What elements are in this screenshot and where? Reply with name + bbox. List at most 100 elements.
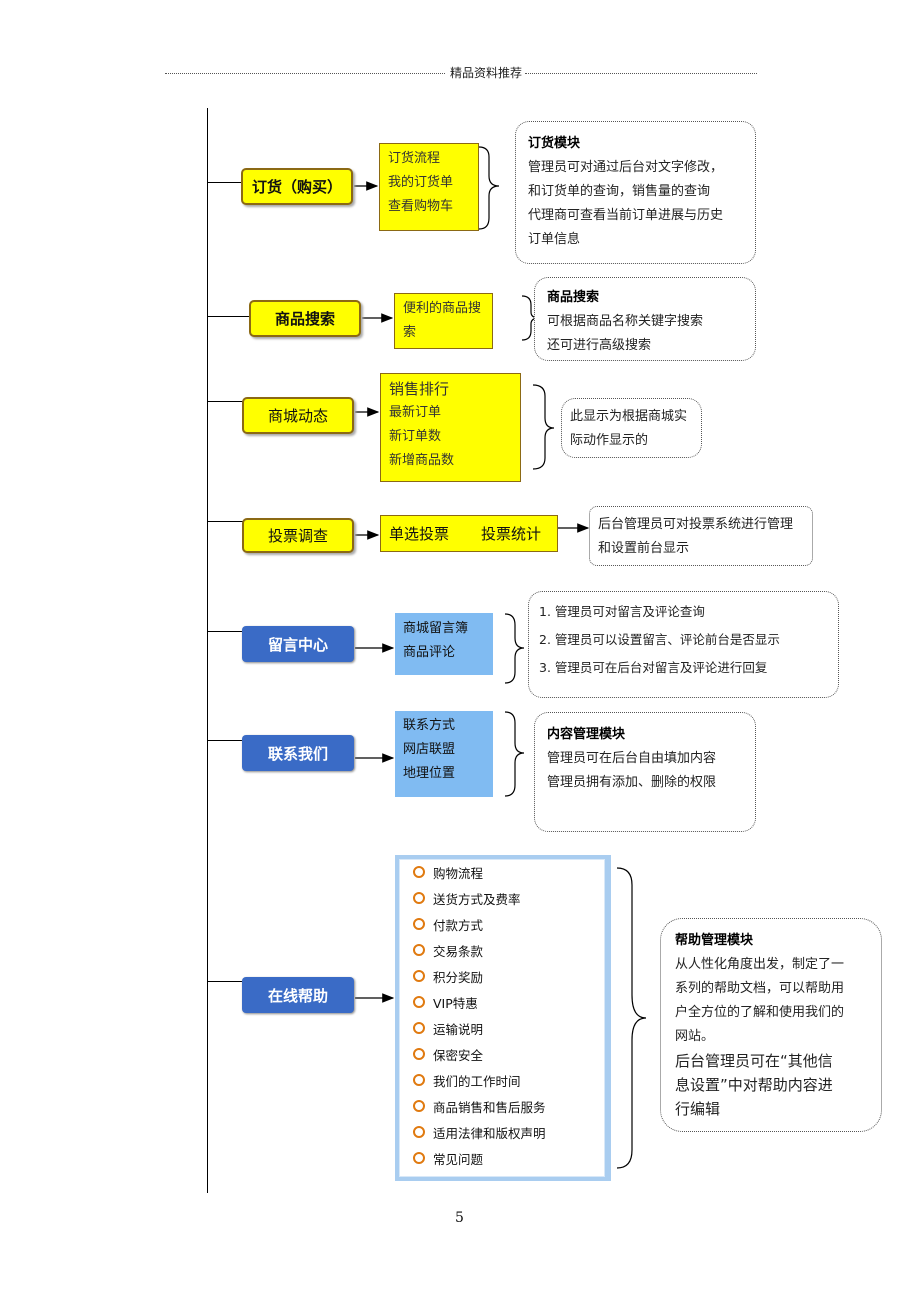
- list-order: 订货流程 我的订货单 查看购物车: [379, 143, 479, 231]
- help-item: 积分奖励: [399, 963, 605, 989]
- bullet-icon: [413, 1152, 425, 1164]
- connector-dynamics: [207, 401, 243, 402]
- bullet-icon: [413, 892, 425, 904]
- list-item: 订货流程: [388, 151, 441, 166]
- note-line: 后台管理员可对投票系统进行管理: [598, 517, 794, 532]
- list-item: 新订单数: [389, 429, 442, 444]
- help-item-label: 购物流程: [433, 865, 484, 881]
- help-item: 常见问题: [399, 1145, 605, 1171]
- bullet-icon: [413, 918, 425, 930]
- list-item: 最新订单: [389, 405, 442, 420]
- help-item-label: 运输说明: [433, 1021, 484, 1037]
- note-help: 帮助管理模块 从人性化角度出发，制定了一 系列的帮助文档，可以帮助用 户全方位的…: [660, 918, 882, 1132]
- brace-message: [504, 613, 525, 684]
- note-line: 2. 管理员可以设置留言、评论前台是否显示: [539, 632, 780, 647]
- help-item: 商品销售和售后服务: [399, 1093, 605, 1119]
- help-item: 保密安全: [399, 1041, 605, 1067]
- help-list: 购物流程 送货方式及费率 付款方式 交易条款 积分奖励 VIP特惠 运输说明 保…: [395, 855, 611, 1181]
- note-line: 网站。: [675, 1029, 715, 1044]
- list-search: 便利的商品搜 索: [394, 293, 493, 349]
- connector-search: [207, 316, 249, 317]
- help-item-label: 交易条款: [433, 943, 484, 959]
- note-title: 商品搜索: [547, 290, 600, 305]
- list-item: 销售排行: [389, 380, 450, 398]
- note-line: 还可进行高级搜索: [547, 338, 652, 353]
- help-item-label: 商品销售和售后服务: [433, 1099, 546, 1115]
- bullet-icon: [413, 944, 425, 956]
- bullet-icon: [413, 866, 425, 878]
- help-item: 付款方式: [399, 911, 605, 937]
- bullet-icon: [413, 970, 425, 982]
- list-item: 地理位置: [403, 766, 456, 781]
- list-item: 我的订货单: [388, 175, 454, 190]
- bullet-icon: [413, 1100, 425, 1112]
- list-item: 索: [403, 325, 417, 340]
- help-item-label: 积分奖励: [433, 969, 484, 985]
- node-contact: 联系我们: [242, 735, 354, 771]
- note-line: 订单信息: [528, 232, 581, 247]
- list-item: 联系方式: [403, 718, 456, 733]
- connector-message: [207, 631, 243, 632]
- help-item-label: 我们的工作时间: [433, 1073, 521, 1089]
- vote-step-single: 单选投票: [389, 525, 450, 543]
- list-item: 网店联盟: [403, 742, 456, 757]
- bullet-icon: [413, 1048, 425, 1060]
- note-title: 内容管理模块: [547, 727, 626, 742]
- note-title: 帮助管理模块: [675, 933, 754, 948]
- help-item-label: 付款方式: [433, 917, 484, 933]
- note-title: 订货模块: [528, 136, 581, 151]
- connector-contact: [207, 740, 243, 741]
- help-item: 购物流程: [399, 859, 605, 885]
- node-help: 在线帮助: [242, 977, 354, 1013]
- connector-help: [207, 981, 243, 982]
- brace-order: [478, 146, 500, 230]
- bullet-icon: [413, 996, 425, 1008]
- note-contact: 内容管理模块 管理员可在后台自由填加内容 管理员拥有添加、删除的权限: [534, 712, 756, 832]
- help-item: 适用法律和版权声明: [399, 1119, 605, 1145]
- note-line: 息设置”中对帮助内容进: [675, 1076, 833, 1094]
- note-vote: 后台管理员可对投票系统进行管理 和设置前台显示: [589, 506, 813, 566]
- help-item: 运输说明: [399, 1015, 605, 1041]
- connector-order: [207, 182, 241, 183]
- brace-help: [616, 867, 647, 1169]
- note-line: 和订货单的查询，销售量的查询: [528, 184, 711, 199]
- note-dynamics: 此显示为根据商城实 际动作显示的: [561, 398, 702, 458]
- node-search: 商品搜索: [249, 300, 361, 337]
- vote-step-stats: 投票统计: [481, 525, 542, 543]
- header-rule-left: [165, 73, 445, 74]
- help-item: 送货方式及费率: [399, 885, 605, 911]
- note-line: 管理员可在后台自由填加内容: [547, 751, 717, 766]
- note-line: 系列的帮助文档，可以帮助用: [675, 981, 845, 996]
- list-message: 商城留言簿 商品评论: [395, 613, 493, 675]
- bullet-icon: [413, 1126, 425, 1138]
- help-item-label: 送货方式及费率: [433, 891, 521, 907]
- note-line: 从人性化角度出发，制定了一: [675, 957, 845, 972]
- help-item-label: 常见问题: [433, 1151, 484, 1167]
- note-line: 户全方位的了解和使用我们的: [675, 1005, 845, 1020]
- note-order: 订货模块 管理员可对通过后台对文字修改， 和订货单的查询，销售量的查询 代理商可…: [515, 121, 756, 264]
- help-item-label: 适用法律和版权声明: [433, 1125, 546, 1141]
- help-item: 我们的工作时间: [399, 1067, 605, 1093]
- list-item: 便利的商品搜: [403, 301, 482, 316]
- node-message: 留言中心: [242, 626, 354, 662]
- note-line: 管理员可对通过后台对文字修改，: [528, 160, 724, 175]
- brace-contact: [504, 711, 525, 797]
- note-line: 际动作显示的: [570, 433, 649, 448]
- page-number: 5: [455, 1210, 464, 1226]
- list-contact: 联系方式 网店联盟 地理位置: [395, 711, 493, 797]
- header-label: 精品资料推荐: [448, 64, 525, 81]
- brace-dynamics: [532, 384, 555, 470]
- list-item: 新增商品数: [389, 453, 455, 468]
- note-line: 行编辑: [675, 1100, 721, 1118]
- node-order: 订货（购买）: [241, 168, 353, 205]
- note-line: 管理员拥有添加、删除的权限: [547, 775, 717, 790]
- diagram-spine: [207, 108, 208, 1193]
- help-item: 交易条款: [399, 937, 605, 963]
- note-line: 和设置前台显示: [598, 541, 690, 556]
- note-line: 3. 管理员可在后台对留言及评论进行回复: [539, 660, 768, 675]
- note-line: 可根据商品名称关键字搜索: [547, 314, 704, 329]
- note-message: 1. 管理员可对留言及评论查询 2. 管理员可以设置留言、评论前台是否显示 3.…: [528, 591, 839, 698]
- node-vote: 投票调查: [242, 518, 354, 553]
- note-line: 1. 管理员可对留言及评论查询: [539, 604, 705, 619]
